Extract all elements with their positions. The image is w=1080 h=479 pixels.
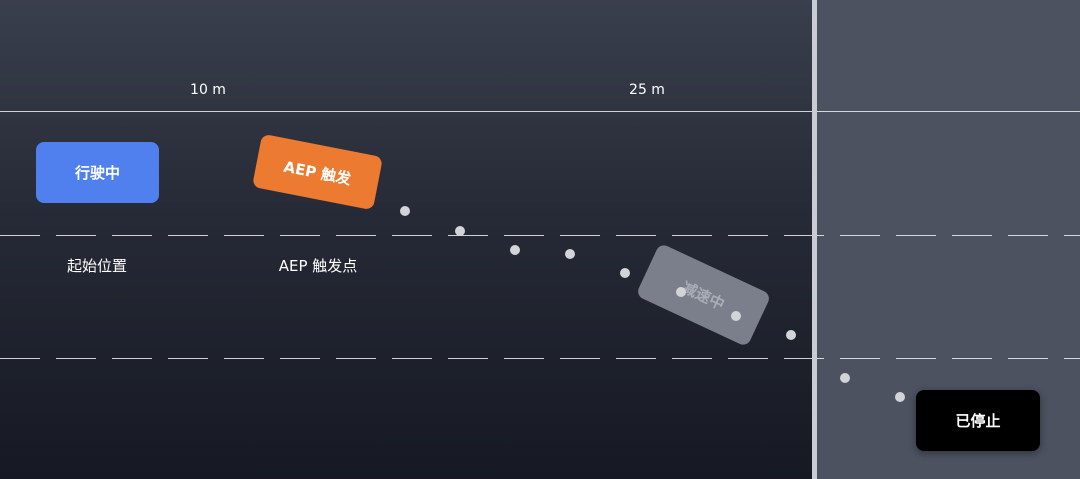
stop-line — [812, 0, 817, 479]
trajectory-dot — [455, 226, 465, 236]
vehicle-aep-triggered: AEP 触发 — [251, 133, 384, 211]
distance-label-25m: 25 m — [629, 82, 665, 98]
trajectory-dot — [676, 287, 686, 297]
trajectory-dot — [840, 373, 850, 383]
trajectory-dot — [786, 330, 796, 340]
trajectory-dot — [510, 245, 520, 255]
vehicle-driving: 行驶中 — [36, 142, 159, 203]
trajectory-dot — [895, 392, 905, 402]
lane-line-bottom — [0, 358, 1080, 359]
trajectory-dot — [731, 311, 741, 321]
trajectory-dot — [565, 249, 575, 259]
trajectory-dot — [400, 206, 410, 216]
vehicle-stopped: 已停止 — [916, 390, 1040, 451]
lane-line-middle — [0, 235, 1080, 236]
start-position-label: 起始位置 — [66, 257, 128, 275]
trajectory-dot — [620, 268, 630, 278]
distance-label-10m: 10 m — [190, 82, 226, 98]
lane-line-top — [0, 111, 1080, 112]
aep-trigger-point-label: AEP 触发点 — [278, 257, 358, 275]
vehicle-braking: 减速中 — [635, 242, 772, 348]
